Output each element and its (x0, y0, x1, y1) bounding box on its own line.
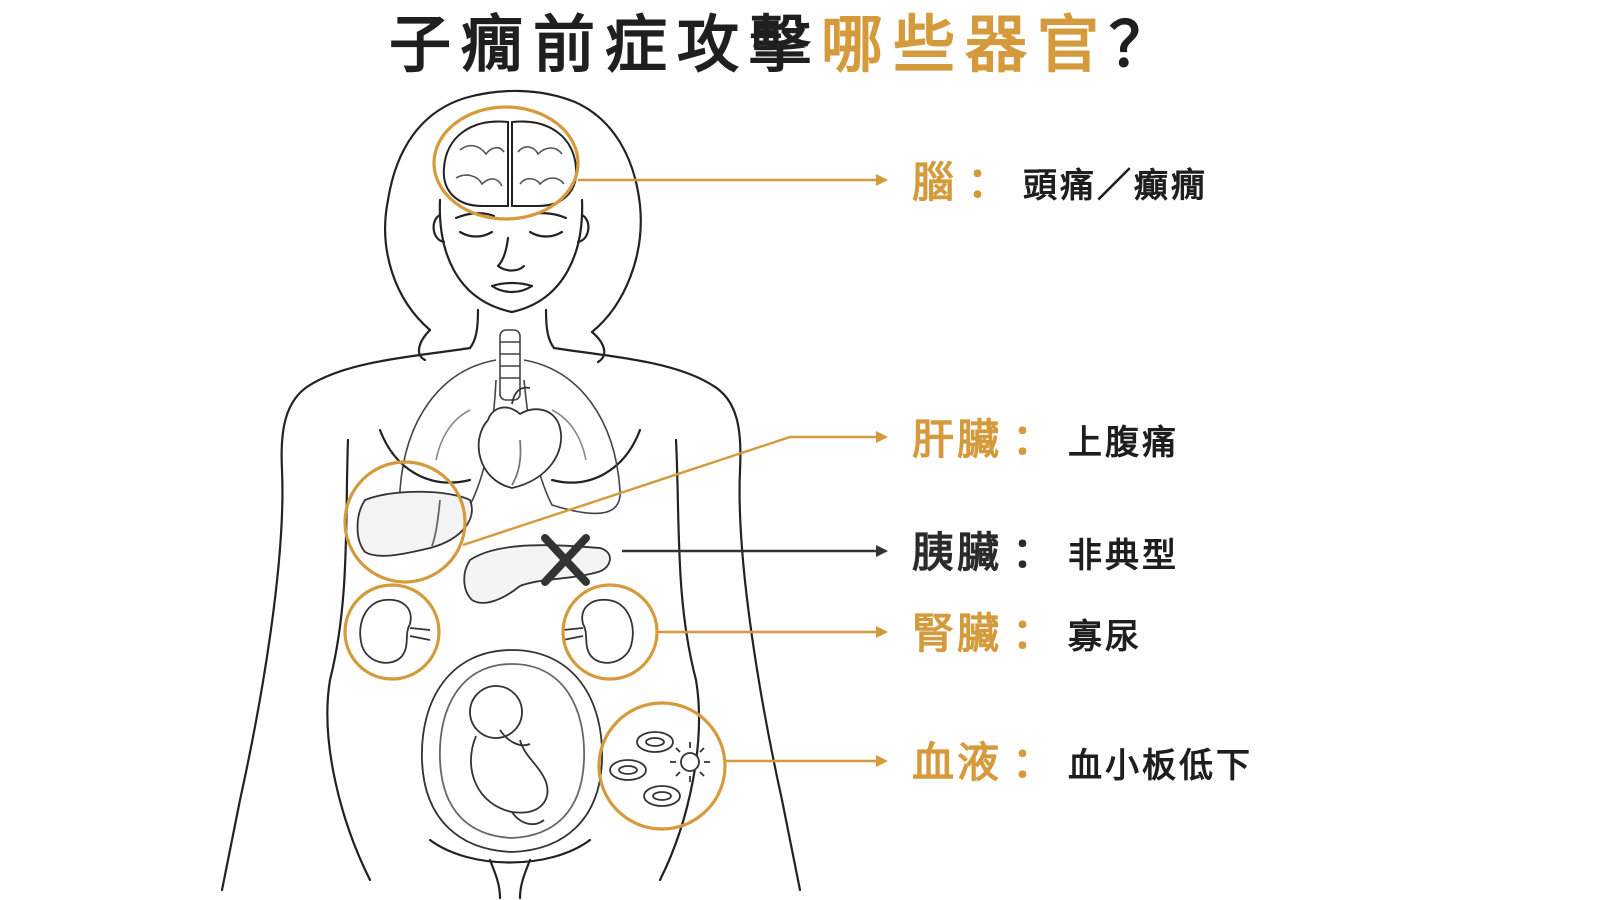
fetus-icon (421, 649, 603, 853)
woman-body-outline (220, 89, 802, 900)
organ-colon-liver: ： (1012, 415, 1055, 464)
label-brain: 腦：頭痛／癲癇 (912, 162, 1208, 204)
organ-name-blood: 血液 (912, 738, 1003, 787)
liver-highlight-ring (343, 460, 467, 584)
organ-colon-blood: ： (1012, 738, 1055, 787)
liver-icon (356, 490, 473, 557)
organ-name-liver: 肝臟 (912, 415, 1003, 464)
kidney-icon (359, 598, 634, 664)
organ-name-brain: 腦 (912, 158, 958, 207)
pancreas-icon (463, 544, 611, 604)
symptom-blood: 血小板低下 (1068, 746, 1254, 786)
liver-leader-line (462, 431, 888, 547)
symptom-brain: 頭痛／癲癇 (1023, 166, 1209, 206)
organ-colon-brain: ： (967, 158, 1010, 207)
symptom-kidney: 寡尿 (1068, 617, 1143, 657)
organ-colon-kidney: ： (1012, 609, 1055, 658)
label-kidney: 腎臟：寡尿 (912, 613, 1142, 655)
organ-name-pancreas: 胰臟 (912, 528, 1003, 577)
title-question-mark: ？ (1109, 8, 1182, 81)
page-title: 子癇前症攻擊哪些器官？ (0, 14, 1570, 76)
heart-icon (477, 386, 562, 489)
label-liver: 肝臟：上腹痛 (912, 419, 1179, 461)
symptom-pancreas: 非典型 (1068, 536, 1180, 576)
blood-cells-icon (609, 731, 710, 807)
kidney-right-highlight-ring (561, 583, 659, 681)
title-highlight: 哪些器官 (820, 8, 1109, 81)
symptom-liver: 上腹痛 (1068, 423, 1180, 463)
brain-highlight-ring (432, 105, 580, 221)
organ-colon-pancreas: ： (1012, 528, 1055, 577)
organ-name-kidney: 腎臟 (912, 609, 1003, 658)
label-pancreas: 胰臟：非典型 (912, 532, 1179, 574)
blood-highlight-ring (597, 701, 727, 831)
cross-mark-icon (541, 534, 590, 586)
brain-icon (442, 120, 578, 207)
kidney-left-highlight-ring (343, 583, 441, 681)
label-blood: 血液：血小板低下 (912, 742, 1253, 784)
leader-lines (462, 174, 888, 767)
title-main: 子癇前症攻擊 (388, 8, 821, 81)
